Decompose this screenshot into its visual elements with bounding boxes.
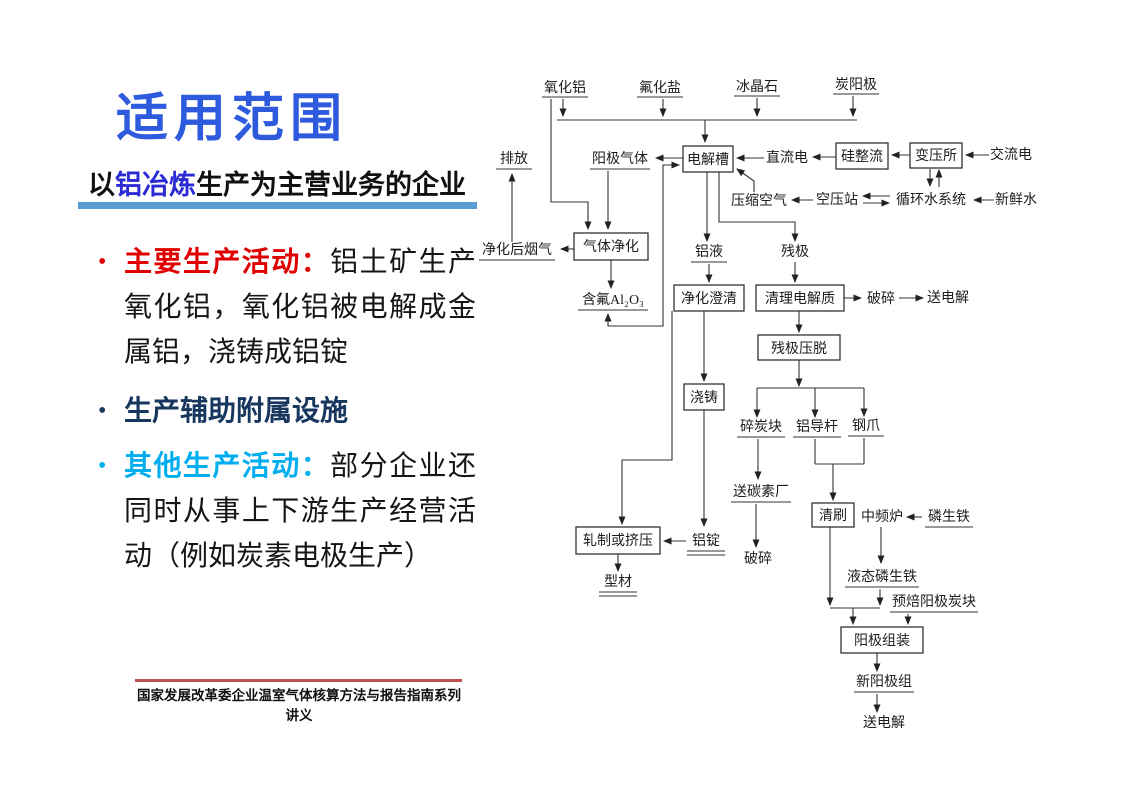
label-casting: 浇铸 [690,390,718,406]
label-aluminum-liquid: 铝液 [695,244,723,260]
label-fluoride-salt: 氟化盐 [639,80,681,96]
footer-rule [135,679,462,682]
label-compressed-air: 压缩空气 [731,193,787,209]
label-phosphorus-pig-iron: 磷生铁 [928,509,970,525]
label-ac-power: 交流电 [990,146,1032,163]
label-carbon-anode: 炭阳极 [835,77,877,93]
bullet-lead: 主要生产活动： [124,247,331,278]
subtitle-suffix: 生产为主营业务的企业 [196,170,466,200]
label-circulating-water-system: 循环水系统 [896,192,966,208]
connector-lines [508,96,994,713]
label-crushing-2: 破碎 [744,551,772,567]
label-rolling-extrusion: 轧制或挤压 [583,533,653,549]
label-prebaked-anode-block: 预焙阳极炭块 [892,594,976,610]
label-electrolysis-cell: 电解槽 [687,152,729,168]
box-rolling-extrusion [575,526,661,555]
bullet-dot: • [98,249,107,275]
label-fluorided-alumina: 含氟Al₂O₃ [582,292,644,308]
label-new-anode-group: 新阳极组 [856,674,912,690]
box-clean-electrolyte [755,284,845,312]
label-liquid-pig-iron: 液态磷生铁 [847,569,917,585]
label-anode-butt: 残极 [781,244,809,260]
box-silicon-rectifier [835,142,889,170]
label-cryolite: 冰晶石 [736,79,778,95]
subtitle-prefix: 以 [88,170,115,200]
label-profiles: 型材 [604,574,632,590]
label-aluminum-rod: 铝导杆 [796,419,838,435]
subtitle-highlight: 铝冶炼 [115,170,196,200]
bullet-list: • 主要生产活动：铝土矿生产氧化铝，氧化铝被电解成金属铝，浇铸成铝锭 • 生产辅… [98,240,490,579]
blue-divider-bar [78,202,477,209]
label-anode-gas: 阳极气体 [592,151,648,167]
bullet-main-production: • 主要生产活动：铝土矿生产氧化铝，氧化铝被电解成金属铝，浇铸成铝锭 [98,240,490,375]
box-transformer-station [909,142,963,169]
bullet-text: 主要生产活动：铝土矿生产氧化铝，氧化铝被电解成金属铝，浇铸成铝锭 [124,240,476,375]
label-fresh-water: 新鲜水 [995,192,1037,208]
box-gas-purification [573,232,649,261]
label-dc-power: 直流电 [766,149,808,166]
label-air-compressor-station: 空压站 [816,192,858,208]
footer-caption: 国家发展改革委企业温室气体核算方法与报告指南系列讲义 [137,688,461,723]
label-silicon-rectifier: 硅整流 [841,149,883,165]
label-anode-assembly: 阳极组装 [854,633,910,649]
flow-labels: 氧化铝 氟化盐 冰晶石 炭阳极 排放 阳极气体 直流电 交流电 压缩空气 空压站… [479,77,1037,731]
page-title: 适用范围 [116,90,349,148]
bullet-text: 生产辅助附属设施 [124,396,349,427]
label-to-carbon-plant: 送碳素厂 [733,484,789,500]
bullet-other-production: • 其他生产活动：部分企业还同时从事上下游生产经营活动（例如炭素电极生产） [98,444,490,579]
bullet-dot: • [98,453,107,479]
label-crushing-1: 破碎 [867,291,895,307]
label-steel-claw: 钢爪 [852,418,880,434]
label-alumina: 氧化铝 [544,80,586,96]
box-electrolysis-cell [682,145,734,173]
label-purified-flue-gas: 净化后烟气 [482,242,552,258]
label-mf-furnace: 中频炉 [861,509,903,525]
flow-boxes: 电解槽 硅整流 变压所 气体净化 净化澄清 清理电解质 残极压脱 浇铸 轧制或挤… [573,142,963,654]
bullet-body: 铝土矿生产氧化铝，氧化铝被电解成金属铝，浇铸成铝锭 [124,247,476,368]
box-cleaning-brush [811,502,855,528]
bullet-auxiliary-facilities: • 生产辅助附属设施 [98,389,490,434]
label-gas-purification: 气体净化 [583,239,639,255]
box-purify-clarify [673,284,745,312]
label-to-electrolysis-1: 送电解 [927,290,969,306]
box-anode-assembly [840,626,924,654]
bullet-body: 部分企业还同时从事上下游生产经营活动（例如炭素电极生产） [124,451,476,572]
label-purify-clarify: 净化澄清 [681,291,737,307]
label-cleaning-brush: 清刷 [819,508,847,524]
bullet-dot: • [98,398,107,424]
label-aluminum-ingot: 铝锭 [692,533,720,549]
process-flow-diagram: 电解槽 硅整流 变压所 气体净化 净化澄清 清理电解质 残极压脱 浇铸 轧制或挤… [479,77,1037,731]
bullet-text: 其他生产活动：部分企业还同时从事上下游生产经营活动（例如炭素电极生产） [124,444,476,579]
slide-subtitle: 以铝冶炼生产为主营业务的企业 [88,163,466,202]
label-transformer-station: 变压所 [915,148,957,164]
box-butt-pressoff [757,334,841,361]
label-to-electrolysis-2: 送电解 [863,715,905,731]
bullet-lead: 其他生产活动： [124,451,331,482]
label-butt-pressoff: 残极压脱 [771,341,827,357]
label-emission: 排放 [500,151,528,167]
label-clean-electrolyte: 清理电解质 [765,291,835,307]
label-crushed-carbon: 碎炭块 [740,419,782,435]
box-casting [683,383,725,411]
